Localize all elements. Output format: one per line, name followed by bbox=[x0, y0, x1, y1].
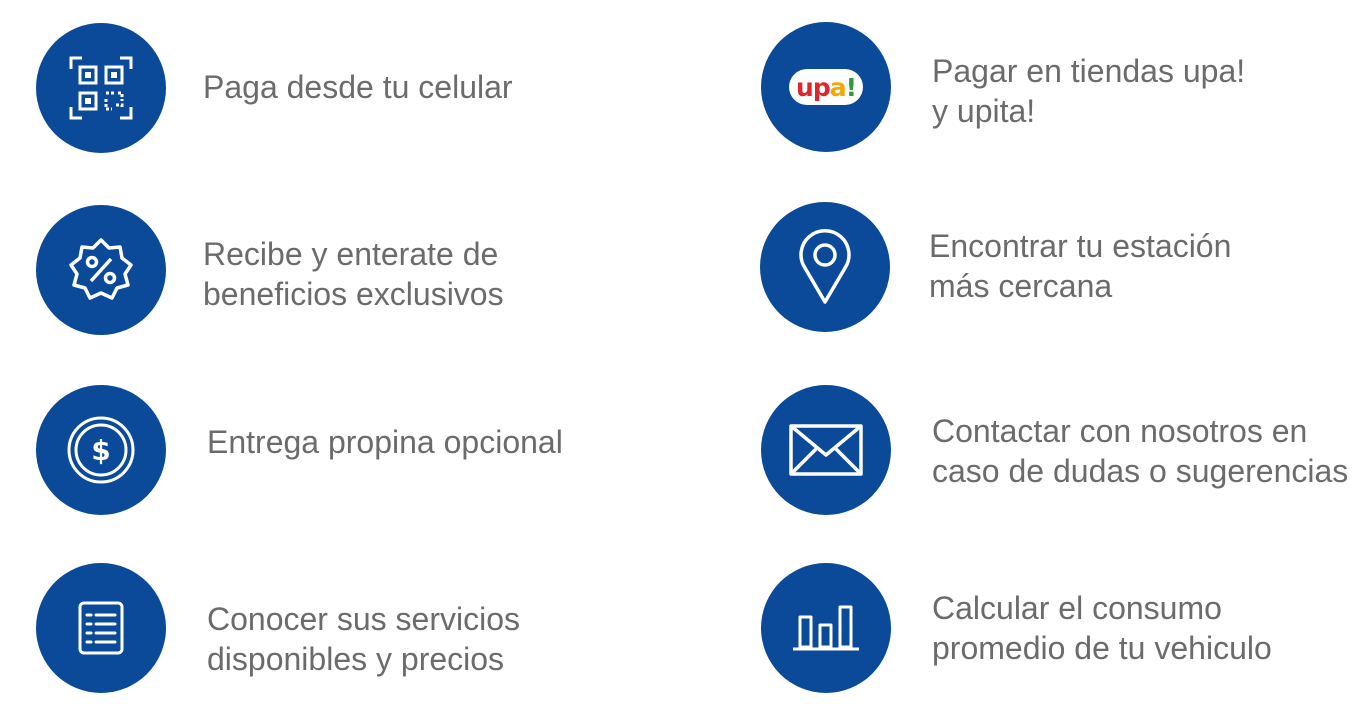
envelope-icon bbox=[789, 424, 863, 476]
feature-upa-line-1: Pagar en tiendas upa! bbox=[932, 53, 1246, 89]
price-list-icon bbox=[78, 601, 124, 655]
envelope-icon-circle bbox=[761, 385, 891, 515]
feature-services-label: Conocer sus servicios disponibles y prec… bbox=[207, 599, 520, 679]
feature-benefits-label: Recibe y enterate de beneficios exclusiv… bbox=[203, 234, 504, 314]
feature-contact-line-1: Contactar con nosotros en bbox=[932, 413, 1308, 449]
feature-services-line-1: Conocer sus servicios bbox=[207, 601, 520, 637]
bar-chart-icon-circle bbox=[761, 563, 891, 693]
feature-upa-label: Pagar en tiendas upa! y upita! bbox=[932, 51, 1245, 131]
feature-contact-label: Contactar con nosotros en caso de dudas … bbox=[932, 411, 1348, 491]
qr-code-icon bbox=[69, 56, 133, 120]
feature-services-line-2: disponibles y precios bbox=[207, 641, 505, 677]
discount-badge-icon bbox=[69, 238, 133, 300]
location-pin-icon bbox=[799, 228, 851, 304]
feature-pay-label: Paga desde tu celular bbox=[203, 67, 513, 107]
dollar-coin-icon-circle: $ bbox=[36, 385, 166, 515]
discount-badge-icon-circle bbox=[36, 205, 166, 335]
bar-chart-icon bbox=[793, 605, 859, 651]
feature-pay-line-1: Paga desde tu celular bbox=[203, 69, 513, 105]
location-pin-icon-circle bbox=[760, 202, 890, 332]
feature-tip-line-1: Entrega propina opcional bbox=[207, 424, 563, 460]
feature-tip-label: Entrega propina opcional bbox=[207, 422, 563, 462]
svg-text:$: $ bbox=[91, 434, 110, 467]
feature-benefits-line-2: beneficios exclusivos bbox=[203, 276, 504, 312]
feature-consumption-line-1: Calcular el consumo bbox=[932, 590, 1222, 626]
feature-station-line-2: más cercana bbox=[929, 268, 1113, 304]
feature-consumption-label: Calcular el consumo promedio de tu vehic… bbox=[932, 588, 1272, 668]
feature-benefits-line-1: Recibe y enterate de bbox=[203, 236, 499, 272]
feature-contact-line-2: caso de dudas o sugerencias bbox=[932, 453, 1349, 489]
feature-consumption-line-2: promedio de tu vehiculo bbox=[932, 630, 1272, 666]
feature-upa-line-2: y upita! bbox=[932, 93, 1036, 129]
dollar-coin-icon: $ bbox=[67, 416, 135, 484]
feature-station-line-1: Encontrar tu estación bbox=[929, 228, 1232, 264]
price-list-icon-circle bbox=[36, 563, 166, 693]
qr-code-icon-circle bbox=[36, 23, 166, 153]
feature-station-label: Encontrar tu estación más cercana bbox=[929, 226, 1231, 306]
